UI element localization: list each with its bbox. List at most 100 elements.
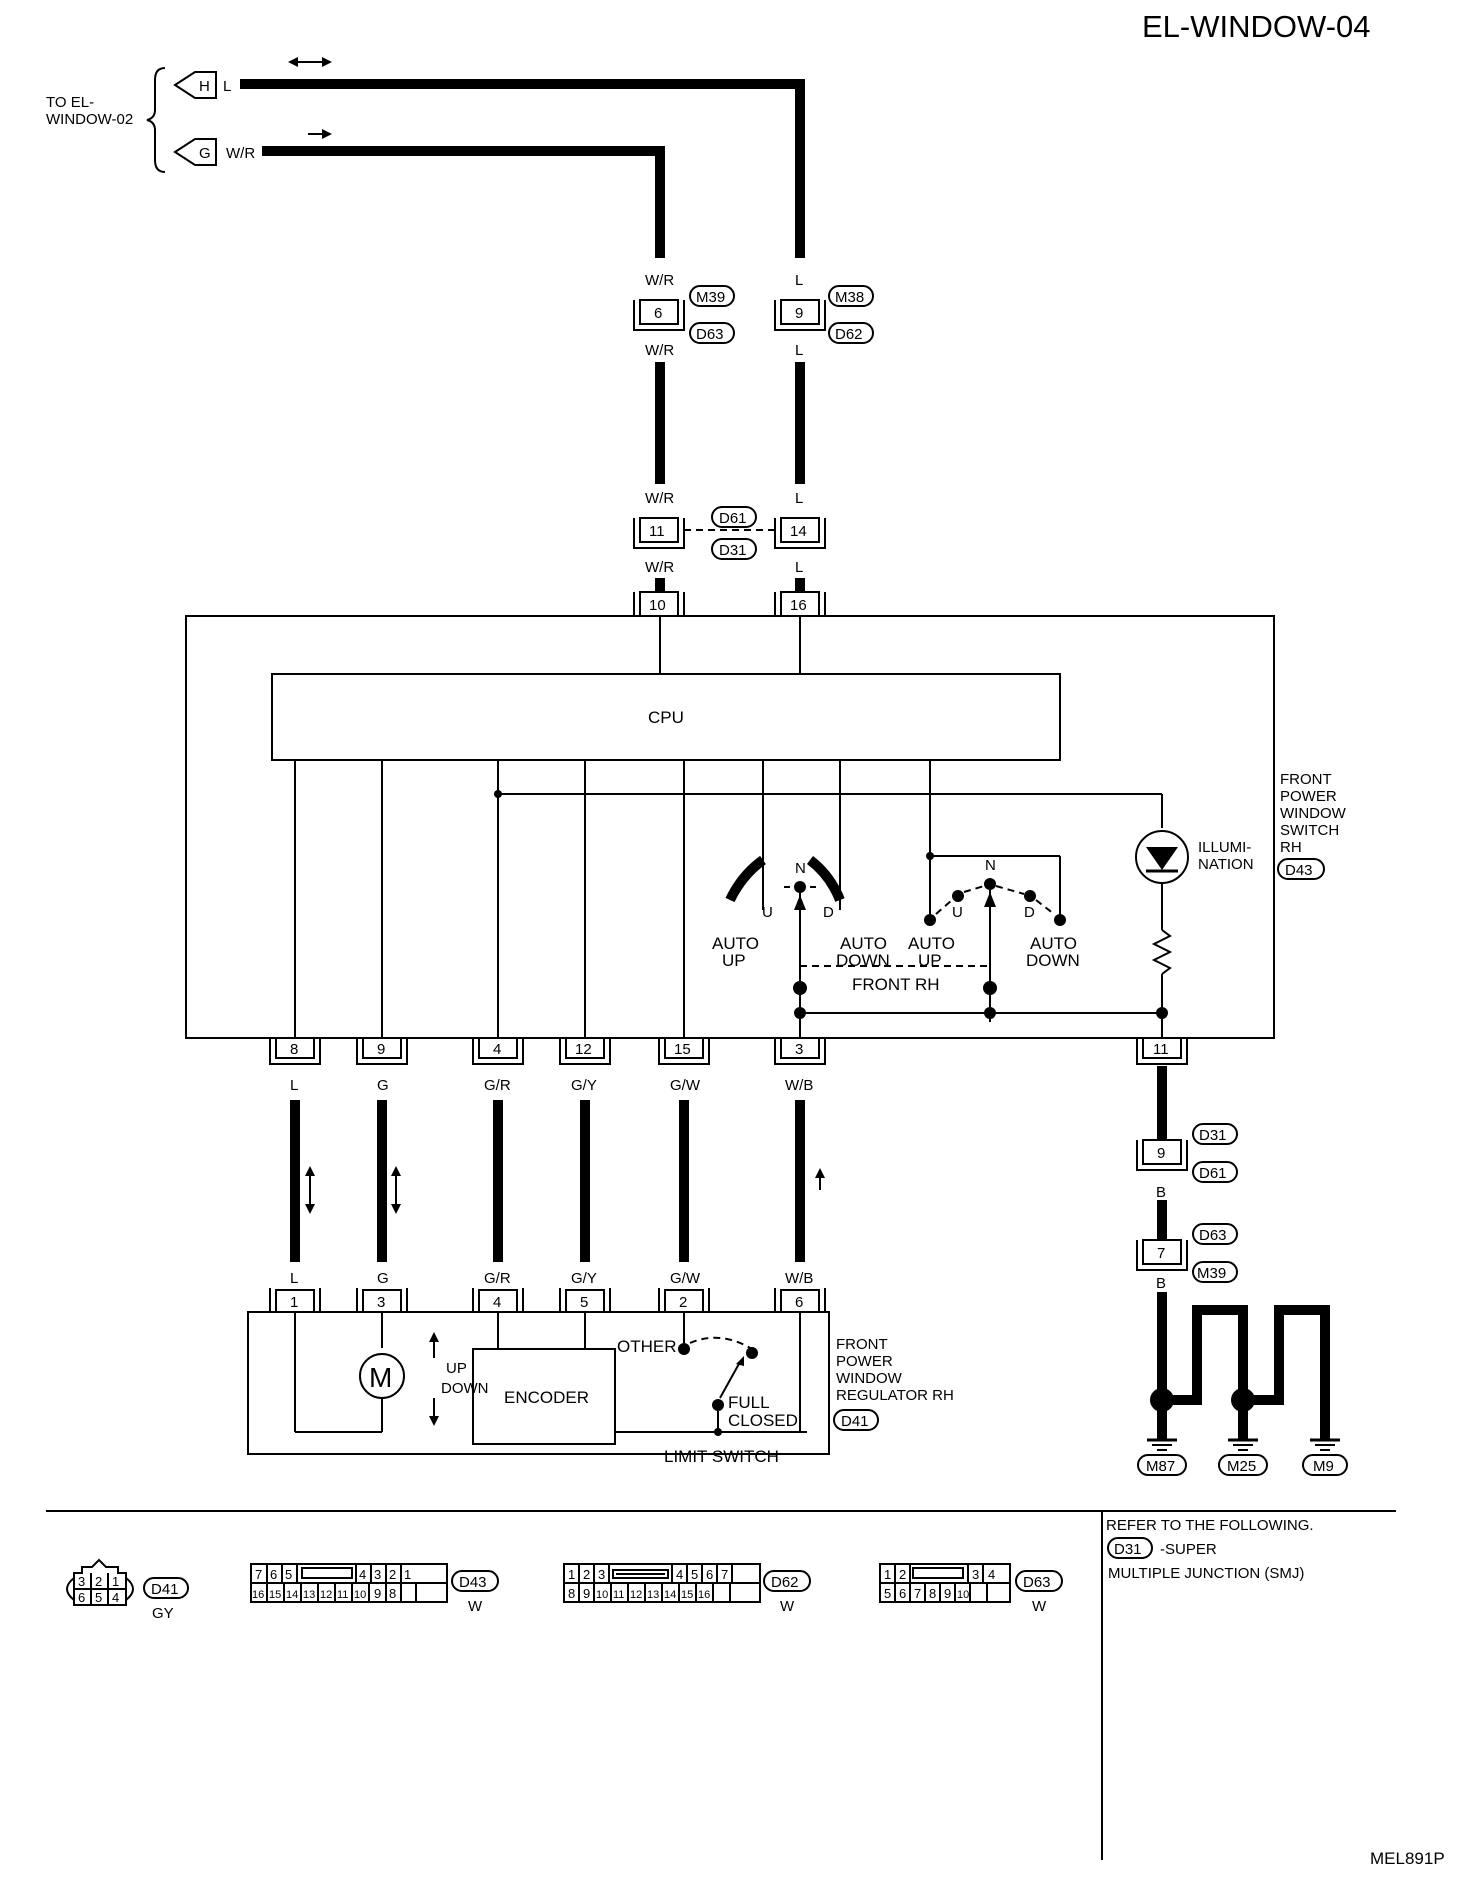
wire-label-l-2: L	[795, 342, 803, 359]
d43-pin-6: 6	[270, 1567, 277, 1582]
wb-g-bot: G	[377, 1270, 389, 1287]
pin-9-top-label: 9	[795, 305, 803, 322]
ground-m9-badge[interactable]	[1302, 1454, 1348, 1476]
connector-pin-9-bot[interactable]	[1142, 1139, 1182, 1165]
connector-pin-11[interactable]	[639, 517, 679, 543]
note-line-1: REFER TO THE FOLLOWING.	[1106, 1517, 1314, 1534]
wire-label-wr-2: W/R	[645, 342, 674, 359]
wb-b-3: B	[1156, 1275, 1166, 1292]
connector-pin-9-top[interactable]	[780, 299, 820, 325]
d63-pin-6: 6	[899, 1586, 906, 1601]
d63-pin-4: 4	[988, 1567, 995, 1582]
connector-d43-face[interactable]: 7 6 5 4 3 2 1 16 15 14 13 12 11 10 9 8 D…	[250, 1563, 499, 1615]
d63-label: D63	[696, 326, 724, 343]
wb-gr-bot: G/R	[484, 1270, 511, 1287]
front-power-window-regulator-rh[interactable]	[247, 1311, 830, 1455]
encoder-block	[472, 1348, 616, 1445]
switch-pin-11[interactable]	[1142, 1037, 1182, 1059]
wire-label-wr-3: W/R	[645, 490, 674, 507]
m39-badge	[689, 285, 735, 307]
switch-name-4: SWITCH	[1280, 822, 1339, 839]
d62-pin-4: 4	[676, 1567, 683, 1582]
diagram-title: EL-WINDOW-04	[1142, 9, 1371, 44]
switch-pin-12[interactable]	[565, 1037, 605, 1059]
limit-switch[interactable]	[678, 1312, 758, 1436]
switch-name-2: POWER	[1280, 788, 1337, 805]
connector-pin-7[interactable]	[1142, 1239, 1182, 1265]
d61-label: D61	[719, 510, 747, 527]
d63-pin-7: 7	[914, 1586, 921, 1601]
switch-pin-4[interactable]	[478, 1037, 518, 1059]
d63-pin-2: 2	[899, 1567, 906, 1582]
switch-pin-8-label: 8	[290, 1041, 298, 1058]
auto-down-1b: DOWN	[836, 951, 890, 970]
wb-l-bot: L	[290, 1270, 298, 1287]
connector-d63-face[interactable]: 1 2 3 4 5 6 7 8 9 10 D63 W	[879, 1563, 1063, 1615]
right-arrow-icon	[308, 129, 332, 139]
switch-pin-3[interactable]	[780, 1037, 820, 1059]
d43-pin-13: 13	[303, 1589, 315, 1601]
to-el-window-02-ref[interactable]: TO EL- WINDOW-02 H L G W/R	[46, 57, 332, 173]
cpu-output-lines	[294, 760, 931, 1038]
reference-note: REFER TO THE FOLLOWING. D31 -SUPER MULTI…	[1106, 1517, 1314, 1582]
switch-d-2: D	[1024, 904, 1035, 921]
reg-name-4: REGULATOR RH	[836, 1387, 954, 1404]
motor-icon: M	[294, 1312, 405, 1433]
up-arrow-icon	[815, 1168, 825, 1190]
regulator-pins: 1 3 4 5 2 6	[269, 1288, 826, 1313]
g-wire-label: W/R	[226, 145, 255, 162]
pin-14-label: 14	[790, 523, 807, 540]
d41-pin-1: 1	[112, 1574, 119, 1589]
d43-pin-8: 8	[389, 1586, 396, 1601]
limit-switch-label: LIMIT SWITCH	[664, 1447, 779, 1466]
front-rh-label: FRONT RH	[852, 975, 940, 994]
d31-label: D31	[719, 542, 747, 559]
d43-pin-3: 3	[374, 1567, 381, 1582]
wire-label-wr-1: W/R	[645, 272, 674, 289]
d43-pin-2: 2	[389, 1567, 396, 1582]
d41-pin-6: 6	[78, 1590, 85, 1605]
switch-pin-15[interactable]	[664, 1037, 704, 1059]
switch-pin-8[interactable]	[275, 1037, 315, 1059]
illumination-label-2: NATION	[1198, 856, 1254, 873]
illumination-label-1: ILLUMI-	[1198, 839, 1251, 856]
front-rh-switch-manual[interactable]: N U D	[725, 855, 845, 1022]
connector-d62-face[interactable]: 1 2 3 4 5 6 7 8 9 10 11 12 13 14 15 16 D…	[563, 1563, 811, 1615]
d43-pin-16: 16	[252, 1589, 264, 1601]
ground-m25-badge[interactable]	[1218, 1454, 1268, 1476]
d62-pin-16: 16	[698, 1589, 710, 1601]
up-arrow-icon	[429, 1332, 439, 1358]
d43-conn-label: D43	[459, 1574, 487, 1591]
m39-label-2: M39	[1197, 1265, 1226, 1282]
front-power-window-switch-rh[interactable]	[185, 615, 1275, 1039]
switch-bottom-pins: 8 9 4 12 15 3 11	[269, 1037, 1188, 1065]
auto-down-2b: DOWN	[1026, 951, 1080, 970]
illumination-diode-icon	[1135, 830, 1189, 1038]
m39-badge-2	[1192, 1261, 1238, 1283]
d41-label: D41	[841, 1413, 869, 1430]
note-line-3: MULTIPLE JUNCTION (SMJ)	[1108, 1565, 1304, 1582]
bidirectional-arrow-icon	[391, 1166, 401, 1214]
wb-wb-bot: W/B	[785, 1270, 813, 1287]
connector-d41-face[interactable]: 3 2 1 6 5 4 D41 GY	[66, 1558, 189, 1622]
switch-n-1: N	[795, 860, 806, 877]
connector-pin-16[interactable]	[780, 591, 820, 617]
d43-pin-1: 1	[404, 1567, 411, 1582]
pin-6-label: 6	[654, 305, 662, 322]
d62-pin-11: 11	[613, 1589, 624, 1601]
auto-up-2b: UP	[918, 951, 942, 970]
ground-m87-badge[interactable]	[1137, 1454, 1187, 1476]
front-rh-switch-auto[interactable]: N U D	[924, 852, 1066, 1022]
note-conn-label: D31	[1114, 1541, 1142, 1558]
connector-pin-10[interactable]	[639, 591, 679, 617]
switch-pin-9[interactable]	[362, 1037, 402, 1059]
d62-pin-6: 6	[706, 1567, 713, 1582]
d41-color-label: GY	[152, 1605, 174, 1622]
d31-badge	[711, 538, 757, 560]
connector-pin-6[interactable]	[639, 299, 679, 325]
d61-badge	[711, 506, 757, 528]
wire-l-top	[240, 79, 805, 258]
d63-pin-3: 3	[972, 1567, 979, 1582]
d61-badge-2	[1192, 1161, 1238, 1183]
connector-pin-14[interactable]	[780, 517, 820, 543]
